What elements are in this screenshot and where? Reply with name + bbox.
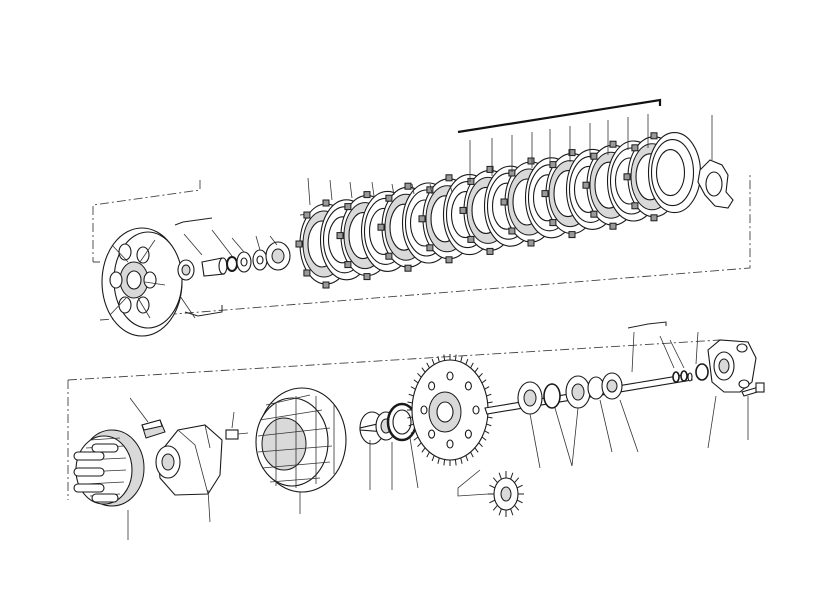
clutch-basket [255, 387, 347, 493]
washer-b [252, 249, 268, 271]
lower-group-frame [67, 339, 721, 500]
small-bolt [225, 429, 249, 440]
pushrod-cap [201, 257, 228, 277]
pressure-plate [101, 227, 183, 337]
bearing-cup-c [601, 372, 623, 400]
release-bearing [177, 259, 195, 281]
upper-leaders [174, 98, 713, 319]
o-ring-large [695, 363, 709, 381]
oil-seal [386, 402, 418, 442]
clutch-drum-gear [73, 429, 145, 507]
small-gear [488, 471, 524, 517]
wedge-block [141, 419, 166, 439]
o-rings-pair [672, 370, 688, 383]
circlip [543, 383, 561, 409]
bearing-cup-b [565, 375, 591, 409]
lower-leaders [127, 321, 749, 540]
washer-a [236, 251, 252, 273]
steel-plate [647, 132, 702, 214]
lock-washer [697, 159, 734, 209]
cylinder-bolt [741, 382, 765, 397]
bearing-cup-a [517, 381, 543, 415]
primary-driven-gear [407, 354, 493, 466]
slave-cylinder [707, 339, 757, 393]
spring-cup [265, 241, 291, 271]
clutch-plate-stack [295, 132, 702, 289]
hub-cover [155, 424, 223, 496]
o-ring-small [226, 256, 238, 272]
